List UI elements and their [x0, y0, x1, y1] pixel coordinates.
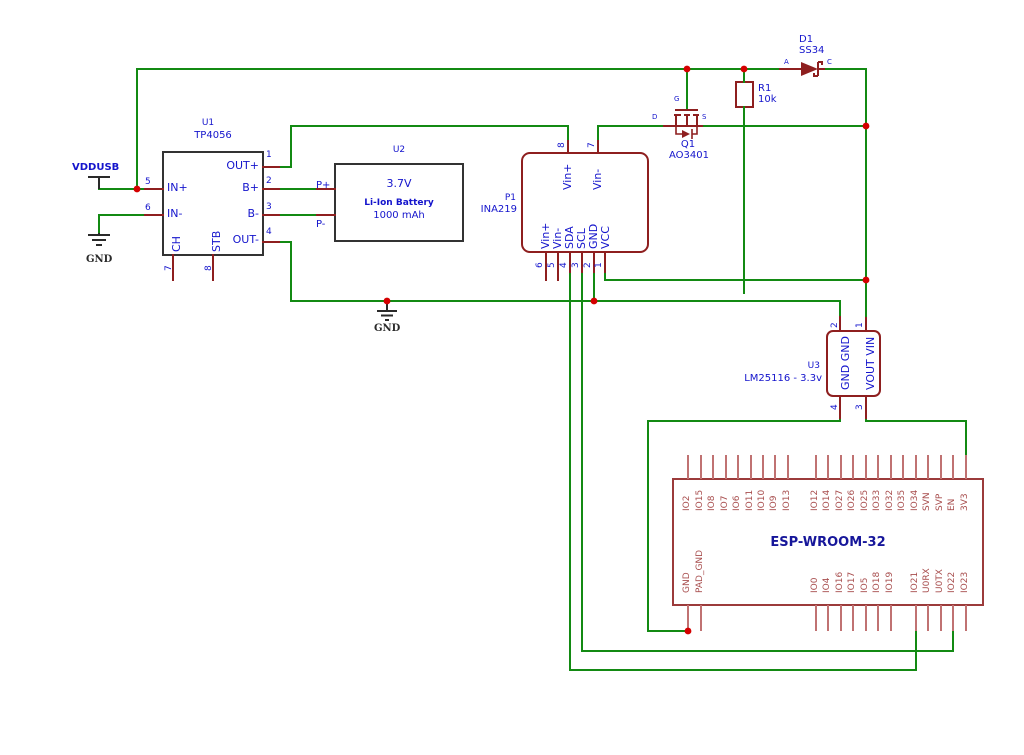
- diode-symbol[interactable]: [801, 61, 823, 77]
- junction-dot: [684, 627, 692, 635]
- junction-dot: [590, 297, 598, 305]
- component-bodies: [162, 81, 984, 606]
- net-vddusb-riser[interactable]: [136, 68, 781, 190]
- net-scl-io22[interactable]: [581, 271, 954, 652]
- r1-body[interactable]: [735, 81, 754, 108]
- net-vcc-vin[interactable]: [604, 271, 867, 281]
- net-outplus-vinplus[interactable]: [278, 125, 569, 168]
- net-vinminus-drain[interactable]: [597, 125, 665, 142]
- net-vout-3v3[interactable]: [865, 417, 967, 456]
- u1-body[interactable]: [162, 151, 264, 256]
- u3-body[interactable]: [826, 330, 881, 397]
- p1-body[interactable]: [521, 152, 649, 253]
- fixed-symbols: [88, 61, 823, 321]
- esp-body[interactable]: [672, 478, 984, 606]
- junction-dots: [133, 65, 870, 635]
- wires: [98, 68, 967, 671]
- net-diode-out[interactable]: [823, 68, 867, 319]
- mosfet-symbol[interactable]: [674, 109, 699, 139]
- gnd-symbol-2[interactable]: [377, 301, 397, 321]
- vddusb-power-symbol[interactable]: [88, 176, 110, 189]
- net-in-minus-gnd[interactable]: [98, 214, 146, 234]
- net-gnd-rail[interactable]: [278, 241, 841, 318]
- junction-dot: [683, 65, 691, 73]
- junction-dot: [383, 297, 391, 305]
- junction-dot: [740, 65, 748, 73]
- gnd-symbol-1[interactable]: [88, 233, 110, 246]
- u2-body[interactable]: [334, 163, 464, 242]
- net-gnd-esp[interactable]: [647, 417, 841, 632]
- junction-dot: [862, 276, 870, 284]
- junction-dot: [133, 185, 141, 193]
- junction-dot: [862, 122, 870, 130]
